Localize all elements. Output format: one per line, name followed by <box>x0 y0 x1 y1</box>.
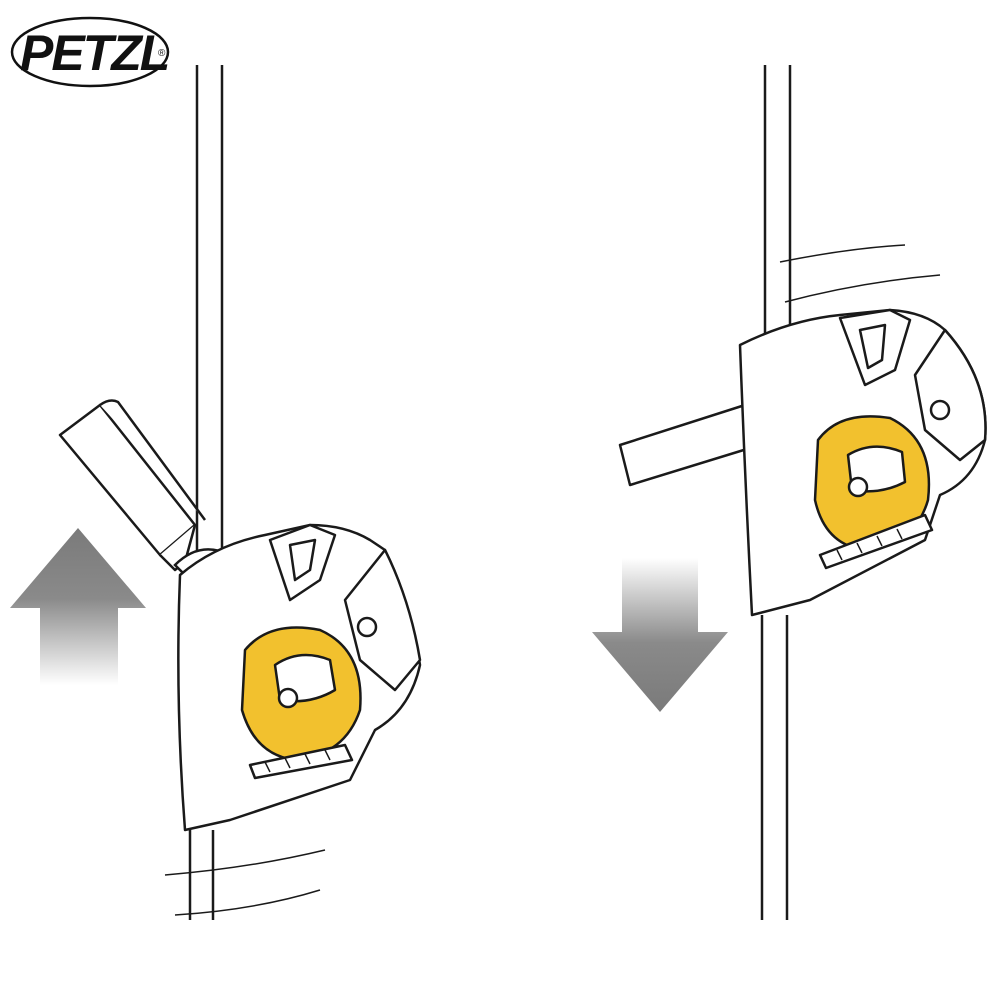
clamp-device-right <box>738 308 987 617</box>
rope-right <box>760 65 792 920</box>
lanyard-left <box>58 399 207 572</box>
left-panel <box>10 65 422 920</box>
brand-name: PETZL <box>20 25 168 81</box>
registered-mark: ® <box>158 48 166 59</box>
motion-lines-left <box>164 849 326 916</box>
arrow-up-icon <box>10 528 146 685</box>
arrow-down-icon <box>592 558 728 712</box>
clamp-device-left <box>177 523 422 832</box>
rope-left <box>188 65 224 920</box>
logo-ellipse <box>10 16 170 88</box>
petzl-logo: PETZL ® <box>10 10 180 90</box>
right-panel <box>592 65 987 920</box>
motion-lines-right <box>779 244 941 303</box>
